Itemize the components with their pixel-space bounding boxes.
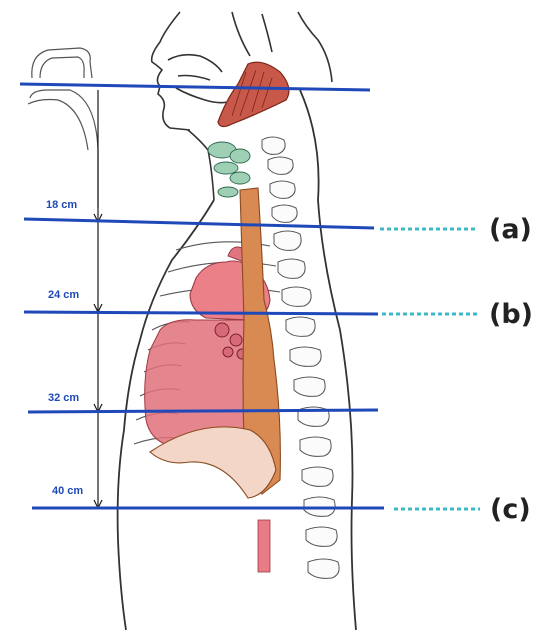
callout-a: (a) xyxy=(489,214,532,245)
callout-c: (c) xyxy=(490,494,531,525)
scan-line-24cm xyxy=(24,312,378,314)
lower-vessel xyxy=(258,520,270,572)
depth-label-32cm: 32 cm xyxy=(48,392,79,404)
depth-label-18cm: 18 cm xyxy=(46,199,77,211)
instrument-outline xyxy=(28,48,98,208)
laryngeal-cartilage xyxy=(208,142,250,197)
callout-b: (b) xyxy=(489,299,533,330)
scan-line-32cm xyxy=(28,410,378,412)
depth-scale: 18 cm 24 cm 32 cm 40 cm xyxy=(46,90,102,508)
scan-line-18cm xyxy=(24,219,374,228)
depth-label-40cm: 40 cm xyxy=(52,485,83,497)
anatomy-sketch xyxy=(28,12,356,630)
callout-labels: (a) (b) (c) xyxy=(489,214,533,525)
scan-line-top xyxy=(20,84,370,90)
depth-label-24cm: 24 cm xyxy=(48,289,79,301)
neck-muscle xyxy=(218,62,289,126)
dotted-leaders xyxy=(380,229,480,509)
